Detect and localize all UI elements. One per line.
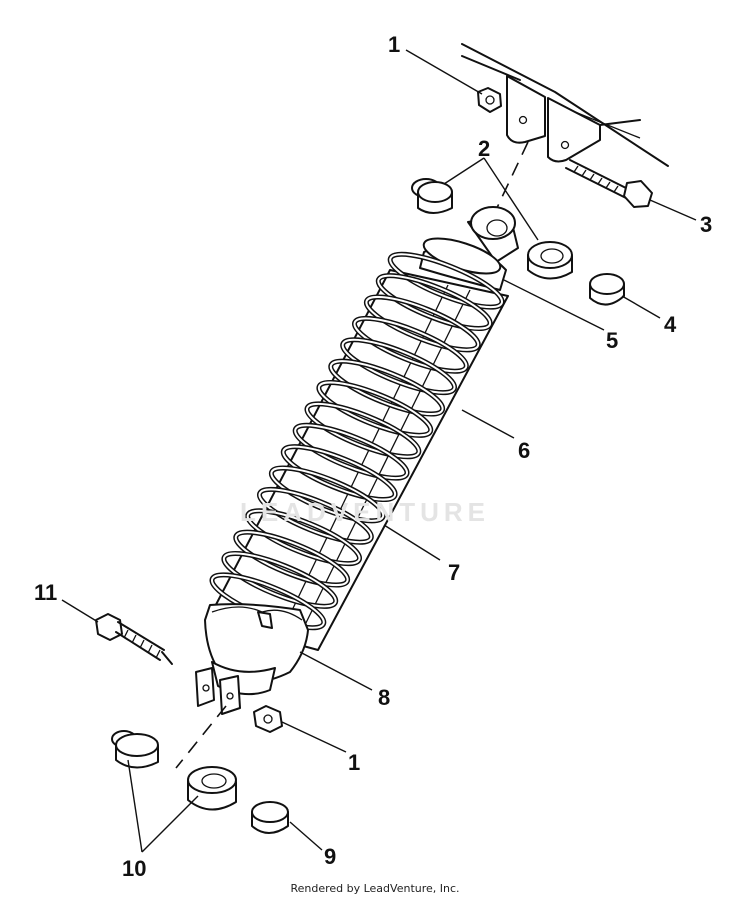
upper-bushing-left xyxy=(411,178,453,214)
callout-3: 3 xyxy=(700,212,713,237)
lower-clevis xyxy=(195,667,241,715)
upper-spring-seat xyxy=(419,237,507,291)
callout-6: 6 xyxy=(518,438,531,463)
spring-coil-highlight xyxy=(329,360,444,416)
callout-9: 9 xyxy=(324,844,337,869)
callout-1-bottom: 1 xyxy=(348,750,361,775)
spring-coil-highlight xyxy=(282,445,397,501)
spring-coil-highlight xyxy=(365,295,480,351)
callout-11: 11 xyxy=(34,580,58,605)
coil-spring xyxy=(209,251,505,631)
lower-bushing-right xyxy=(187,766,237,811)
frame-bracket xyxy=(461,43,669,167)
lower-bushing-left xyxy=(111,730,159,769)
upper-bushing-right xyxy=(527,241,573,280)
leader-lines xyxy=(61,49,697,853)
lower-alignment-line xyxy=(175,705,227,769)
footer-credit: Rendered by LeadVenture, Inc. xyxy=(290,882,460,895)
spring-coil-highlight xyxy=(234,531,349,587)
lower-sleeve xyxy=(251,801,289,834)
spring-coil-highlight xyxy=(317,381,432,437)
spring-coil-highlight xyxy=(270,466,385,522)
callout-8: 8 xyxy=(378,685,391,710)
spring-coil-highlight xyxy=(246,509,361,565)
callout-2: 2 xyxy=(478,136,491,161)
spring-coil-highlight xyxy=(305,402,420,458)
lower-nut xyxy=(253,705,283,733)
spring-coil-highlight xyxy=(258,488,373,544)
callout-10: 10 xyxy=(122,856,147,881)
spring-coil-highlight xyxy=(341,338,456,394)
shock-top-eye xyxy=(467,206,519,263)
callout-7: 7 xyxy=(448,560,461,585)
spring-coil-highlight xyxy=(353,317,468,373)
callout-1-top: 1 xyxy=(388,32,401,57)
callout-5: 5 xyxy=(606,328,619,353)
top-bolt xyxy=(565,159,653,208)
upper-sleeve xyxy=(589,273,625,306)
top-nut xyxy=(477,87,502,113)
spring-coil-highlight xyxy=(389,253,504,309)
spring-coil-highlight xyxy=(294,424,409,480)
watermark: LEADVENTURE xyxy=(240,497,491,527)
lower-bolt xyxy=(95,613,173,665)
callout-4: 4 xyxy=(664,312,677,337)
spring-coil-highlight xyxy=(377,274,492,330)
upper-alignment-line xyxy=(494,141,529,213)
spring-coil-highlight xyxy=(222,552,337,608)
